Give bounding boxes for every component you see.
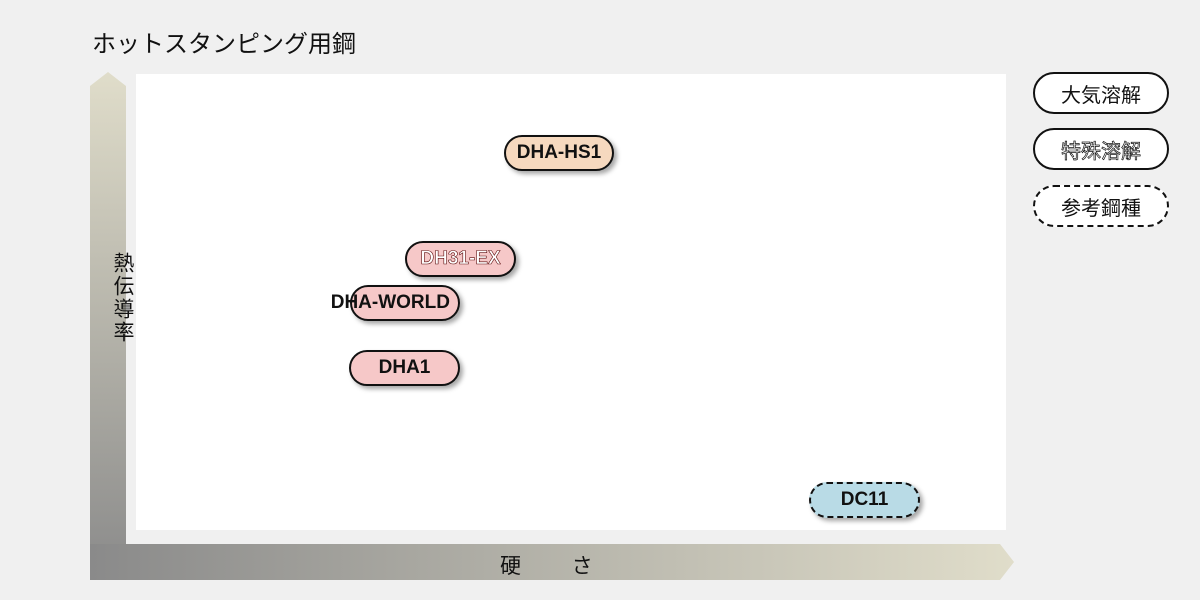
y-axis-label: 熱伝導率 — [111, 252, 135, 344]
legend-reference-grade: 参考鋼種 — [1033, 185, 1169, 227]
legend-special-melting: 特殊溶解 — [1033, 128, 1169, 170]
grade-dha-world: DHA-WORLD — [331, 285, 460, 321]
x-axis-arrow — [90, 544, 1014, 580]
grade-dha1: DHA1 — [349, 350, 460, 386]
grade-dh31-ex: DH31-EX — [405, 241, 516, 277]
grade-dha-hs1: DHA-HS1 — [504, 135, 614, 171]
grade-dc11: DC11 — [809, 482, 920, 518]
y-axis-arrow — [90, 72, 126, 580]
legend-atmospheric-melting: 大気溶解 — [1033, 72, 1169, 114]
page-title: ホットスタンピング用鋼 — [92, 30, 356, 58]
x-axis-label: 硬 さ — [500, 554, 615, 578]
